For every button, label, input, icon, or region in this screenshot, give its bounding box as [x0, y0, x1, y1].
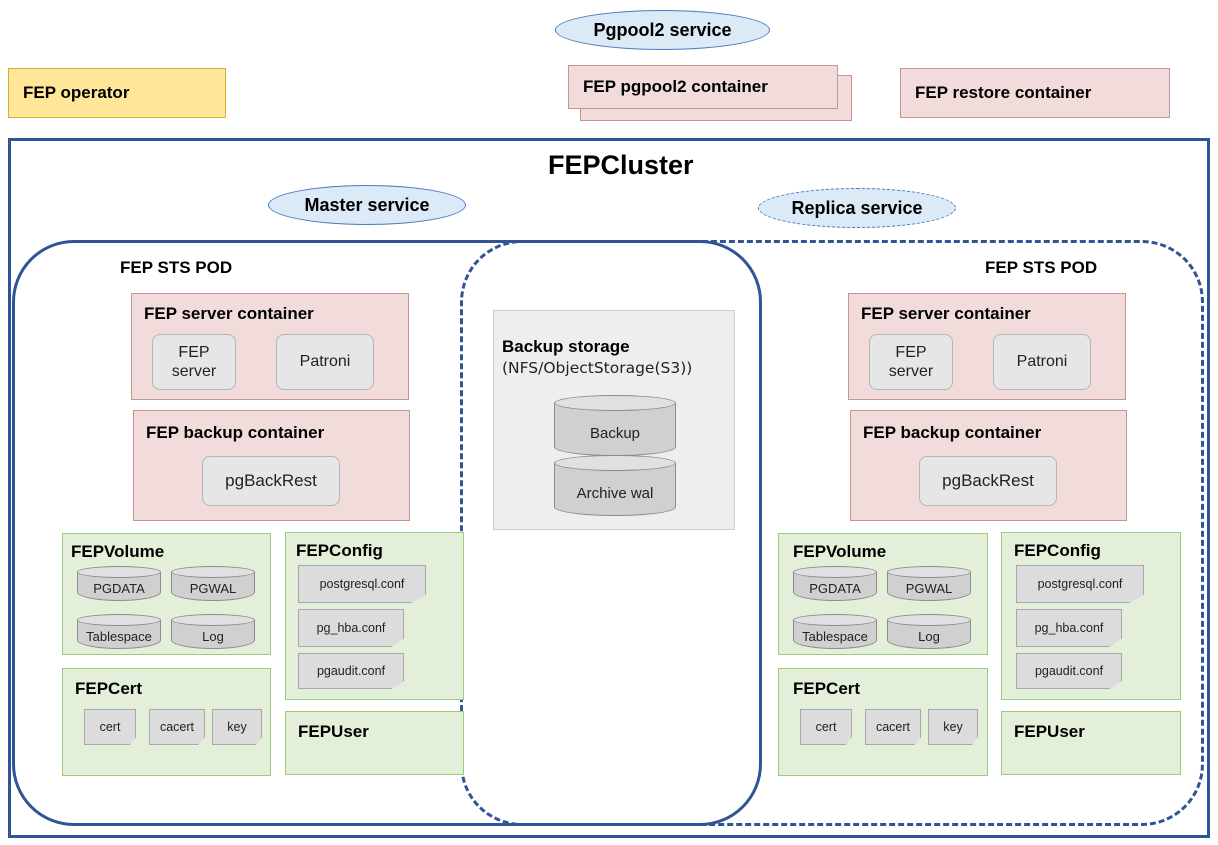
right-backup-container: FEP backup container pgBackRest	[850, 410, 1127, 521]
left-pgbackrest-label: pgBackRest	[225, 471, 317, 490]
right-cert-file: cert	[800, 709, 852, 745]
left-pg-hba-conf: pg_hba.conf	[298, 609, 404, 647]
left-cacert-file: cacert	[149, 709, 205, 745]
master-service: Master service	[268, 185, 466, 225]
right-fepvolume-title: FEPVolume	[793, 542, 887, 561]
right-pgbackrest: pgBackRest	[919, 456, 1057, 506]
right-fepvolume: FEPVolume PGDATA PGWAL Tablespace Log	[778, 533, 988, 655]
restore-container: FEP restore container	[900, 68, 1170, 118]
left-patroni-label: Patroni	[299, 353, 351, 370]
backup-storage: Backup storage (NFS/ObjectStorage(S3)) B…	[493, 310, 735, 530]
right-fepcert-title: FEPCert	[793, 679, 861, 698]
right-fepconfig: FEPConfig postgresql.conf pg_hba.conf pg…	[1001, 532, 1181, 700]
left-pgdata-cylinder: PGDATA	[77, 566, 161, 601]
left-pod-outline	[12, 240, 762, 826]
left-log-label: Log	[202, 629, 224, 644]
left-backup-container: FEP backup container pgBackRest	[133, 410, 410, 521]
right-pod-title: FEP STS POD	[985, 258, 1098, 277]
left-pgaudit-conf: pgaudit.conf	[298, 653, 404, 689]
left-tablespace-label: Tablespace	[86, 629, 152, 644]
right-pgwal-cylinder: PGWAL	[887, 566, 971, 601]
right-tablespace-label: Tablespace	[802, 629, 868, 644]
left-pgwal-label: PGWAL	[189, 581, 237, 596]
left-fepuser-title: FEPUser	[298, 722, 369, 741]
left-fepvolume-title: FEPVolume	[71, 542, 165, 561]
left-backup-container-label: FEP backup container	[146, 423, 325, 442]
right-pg-hba-conf: pg_hba.conf	[1016, 609, 1122, 647]
archive-wal-label: Archive wal	[576, 485, 654, 502]
right-pgaudit-conf: pgaudit.conf	[1016, 653, 1122, 689]
left-fepuser: FEPUser	[285, 711, 464, 775]
master-service-label: Master service	[304, 194, 430, 215]
pgpool2-service: Pgpool2 service	[555, 10, 770, 50]
left-server-container: FEP server container FEP server Patroni	[131, 293, 409, 400]
right-key-file: key	[928, 709, 978, 745]
right-pgwal-label: PGWAL	[905, 581, 953, 596]
left-fep-server-label: FEP server	[171, 343, 217, 380]
right-server-container: FEP server container FEP server Patroni	[848, 293, 1126, 400]
backup-cylinder: Backup	[554, 395, 676, 456]
backup-cylinder-label: Backup	[589, 425, 641, 442]
right-cacert-file: cacert	[865, 709, 921, 745]
right-patroni-label: Patroni	[1016, 353, 1068, 370]
right-pgbackrest-label: pgBackRest	[942, 471, 1034, 490]
left-tablespace-cylinder: Tablespace	[77, 614, 161, 649]
left-server-container-label: FEP server container	[144, 304, 314, 323]
left-fepconfig: FEPConfig postgresql.conf pg_hba.conf pg…	[285, 532, 464, 700]
left-fepcert: FEPCert cert cacert key	[62, 668, 271, 776]
right-fepuser-title: FEPUser	[1014, 722, 1085, 741]
restore-container-label: FEP restore container	[915, 83, 1092, 102]
right-fep-server: FEP server	[869, 334, 953, 390]
left-pgwal-cylinder: PGWAL	[171, 566, 255, 601]
right-fepconfig-title: FEPConfig	[1014, 541, 1101, 560]
fepcluster-frame	[8, 138, 1210, 838]
left-fepvolume: FEPVolume PGDATA PGWAL Tablespace Log	[62, 533, 271, 655]
left-cert-file: cert	[84, 709, 136, 745]
right-backup-container-label: FEP backup container	[863, 423, 1042, 442]
right-fepcert: FEPCert cert cacert key	[778, 668, 988, 776]
right-pgdata-cylinder: PGDATA	[793, 566, 877, 601]
left-log-cylinder: Log	[171, 614, 255, 649]
right-log-label: Log	[918, 629, 940, 644]
right-server-container-label: FEP server container	[861, 304, 1031, 323]
backup-storage-subtitle: (NFS/ObjectStorage(S3))	[502, 359, 693, 377]
left-pod-title: FEP STS POD	[120, 258, 233, 277]
fepcluster-title: FEPCluster	[548, 150, 694, 180]
pgpool2-container-label: FEP pgpool2 container	[583, 77, 768, 96]
left-pgbackrest: pgBackRest	[202, 456, 340, 506]
left-fepcert-title: FEPCert	[75, 679, 143, 698]
archive-wal-cylinder: Archive wal	[554, 455, 676, 516]
left-postgresql-conf: postgresql.conf	[298, 565, 426, 603]
left-patroni: Patroni	[276, 334, 374, 390]
right-log-cylinder: Log	[887, 614, 971, 649]
right-pgdata-label: PGDATA	[809, 581, 861, 596]
replica-service-label: Replica service	[791, 197, 923, 218]
fep-operator: FEP operator	[8, 68, 226, 118]
pgpool2-service-label: Pgpool2 service	[593, 19, 732, 40]
right-postgresql-conf: postgresql.conf	[1016, 565, 1144, 603]
right-patroni: Patroni	[993, 334, 1091, 390]
right-fep-server-label: FEP server	[888, 343, 934, 380]
replica-service: Replica service	[758, 188, 956, 228]
left-fep-server: FEP server	[152, 334, 236, 390]
right-tablespace-cylinder: Tablespace	[793, 614, 877, 649]
backup-storage-title: Backup storage	[502, 337, 630, 356]
left-pgdata-label: PGDATA	[93, 581, 145, 596]
left-fepconfig-title: FEPConfig	[296, 541, 383, 560]
right-fepuser: FEPUser	[1001, 711, 1181, 775]
fep-operator-label: FEP operator	[23, 83, 130, 102]
left-key-file: key	[212, 709, 262, 745]
pgpool2-container: FEP pgpool2 container	[568, 65, 838, 109]
